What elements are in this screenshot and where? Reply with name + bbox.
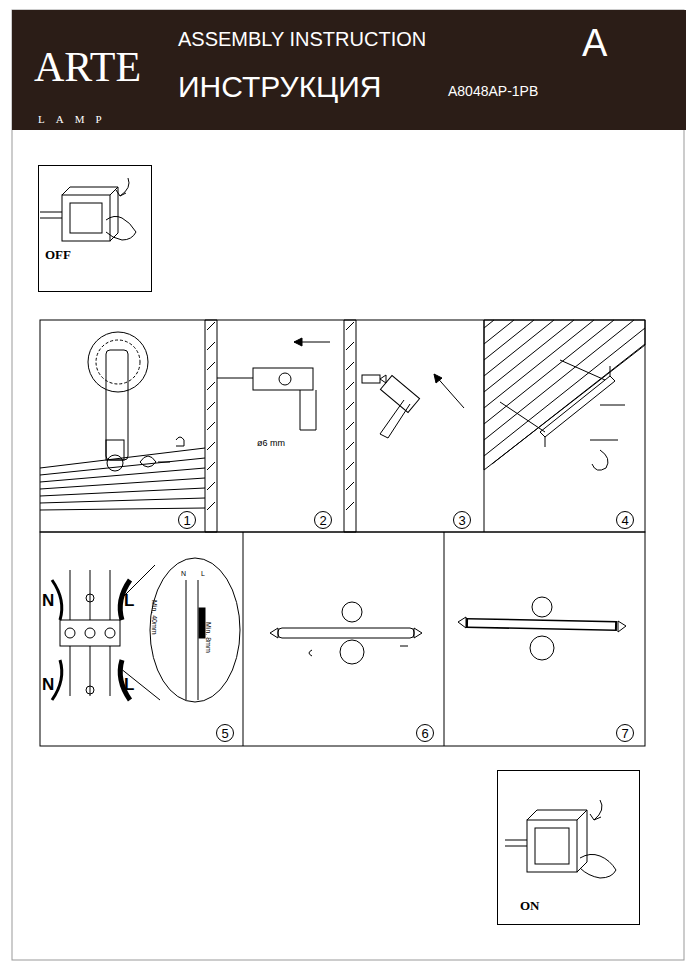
heading-text: ON	[520, 899, 540, 912]
step-circle: 2	[314, 511, 332, 529]
wire-label: N	[42, 592, 54, 609]
step-circle: 1	[178, 511, 196, 529]
step-circle: 4	[616, 511, 634, 529]
step-number: 5	[217, 725, 233, 741]
header-band: ARTE LAMP ASSEMBLY INSTRUCTION ИНСТРУКЦИЯ A8…	[12, 10, 686, 130]
heading-text: ИНСТРУКЦИЯ	[178, 72, 382, 102]
wire-label: L	[124, 676, 134, 693]
step-number: 1	[179, 512, 195, 528]
wire-label: L	[124, 592, 134, 609]
dimension-label: Min. 8mm	[205, 622, 212, 653]
dimension-label: Min. 40mm	[151, 600, 158, 635]
step-circle: 5	[216, 724, 234, 742]
heading-text: A	[582, 24, 607, 62]
step-number: 2	[315, 512, 331, 528]
dimension-label: ø6 mm	[257, 439, 285, 448]
switch-frame: OFF	[38, 165, 152, 292]
wire-label: N	[181, 570, 186, 577]
step-circle: 6	[416, 724, 434, 742]
wire-label: N	[42, 676, 54, 693]
heading-text: OFF	[45, 248, 71, 261]
step-number: 6	[417, 725, 433, 741]
step-number: 7	[617, 725, 633, 741]
heading-text: LAMP	[38, 114, 113, 125]
step-number: 4	[617, 512, 633, 528]
heading-text: ARTE	[34, 46, 141, 88]
heading-text: ASSEMBLY INSTRUCTION	[178, 29, 426, 49]
switch-frame: ON	[497, 770, 640, 925]
step-number: 3	[454, 512, 470, 528]
step-circle: 7	[616, 724, 634, 742]
heading-text: A8048AP-1PB	[448, 84, 538, 98]
step-circle: 3	[453, 511, 471, 529]
wire-label: L	[201, 570, 205, 577]
